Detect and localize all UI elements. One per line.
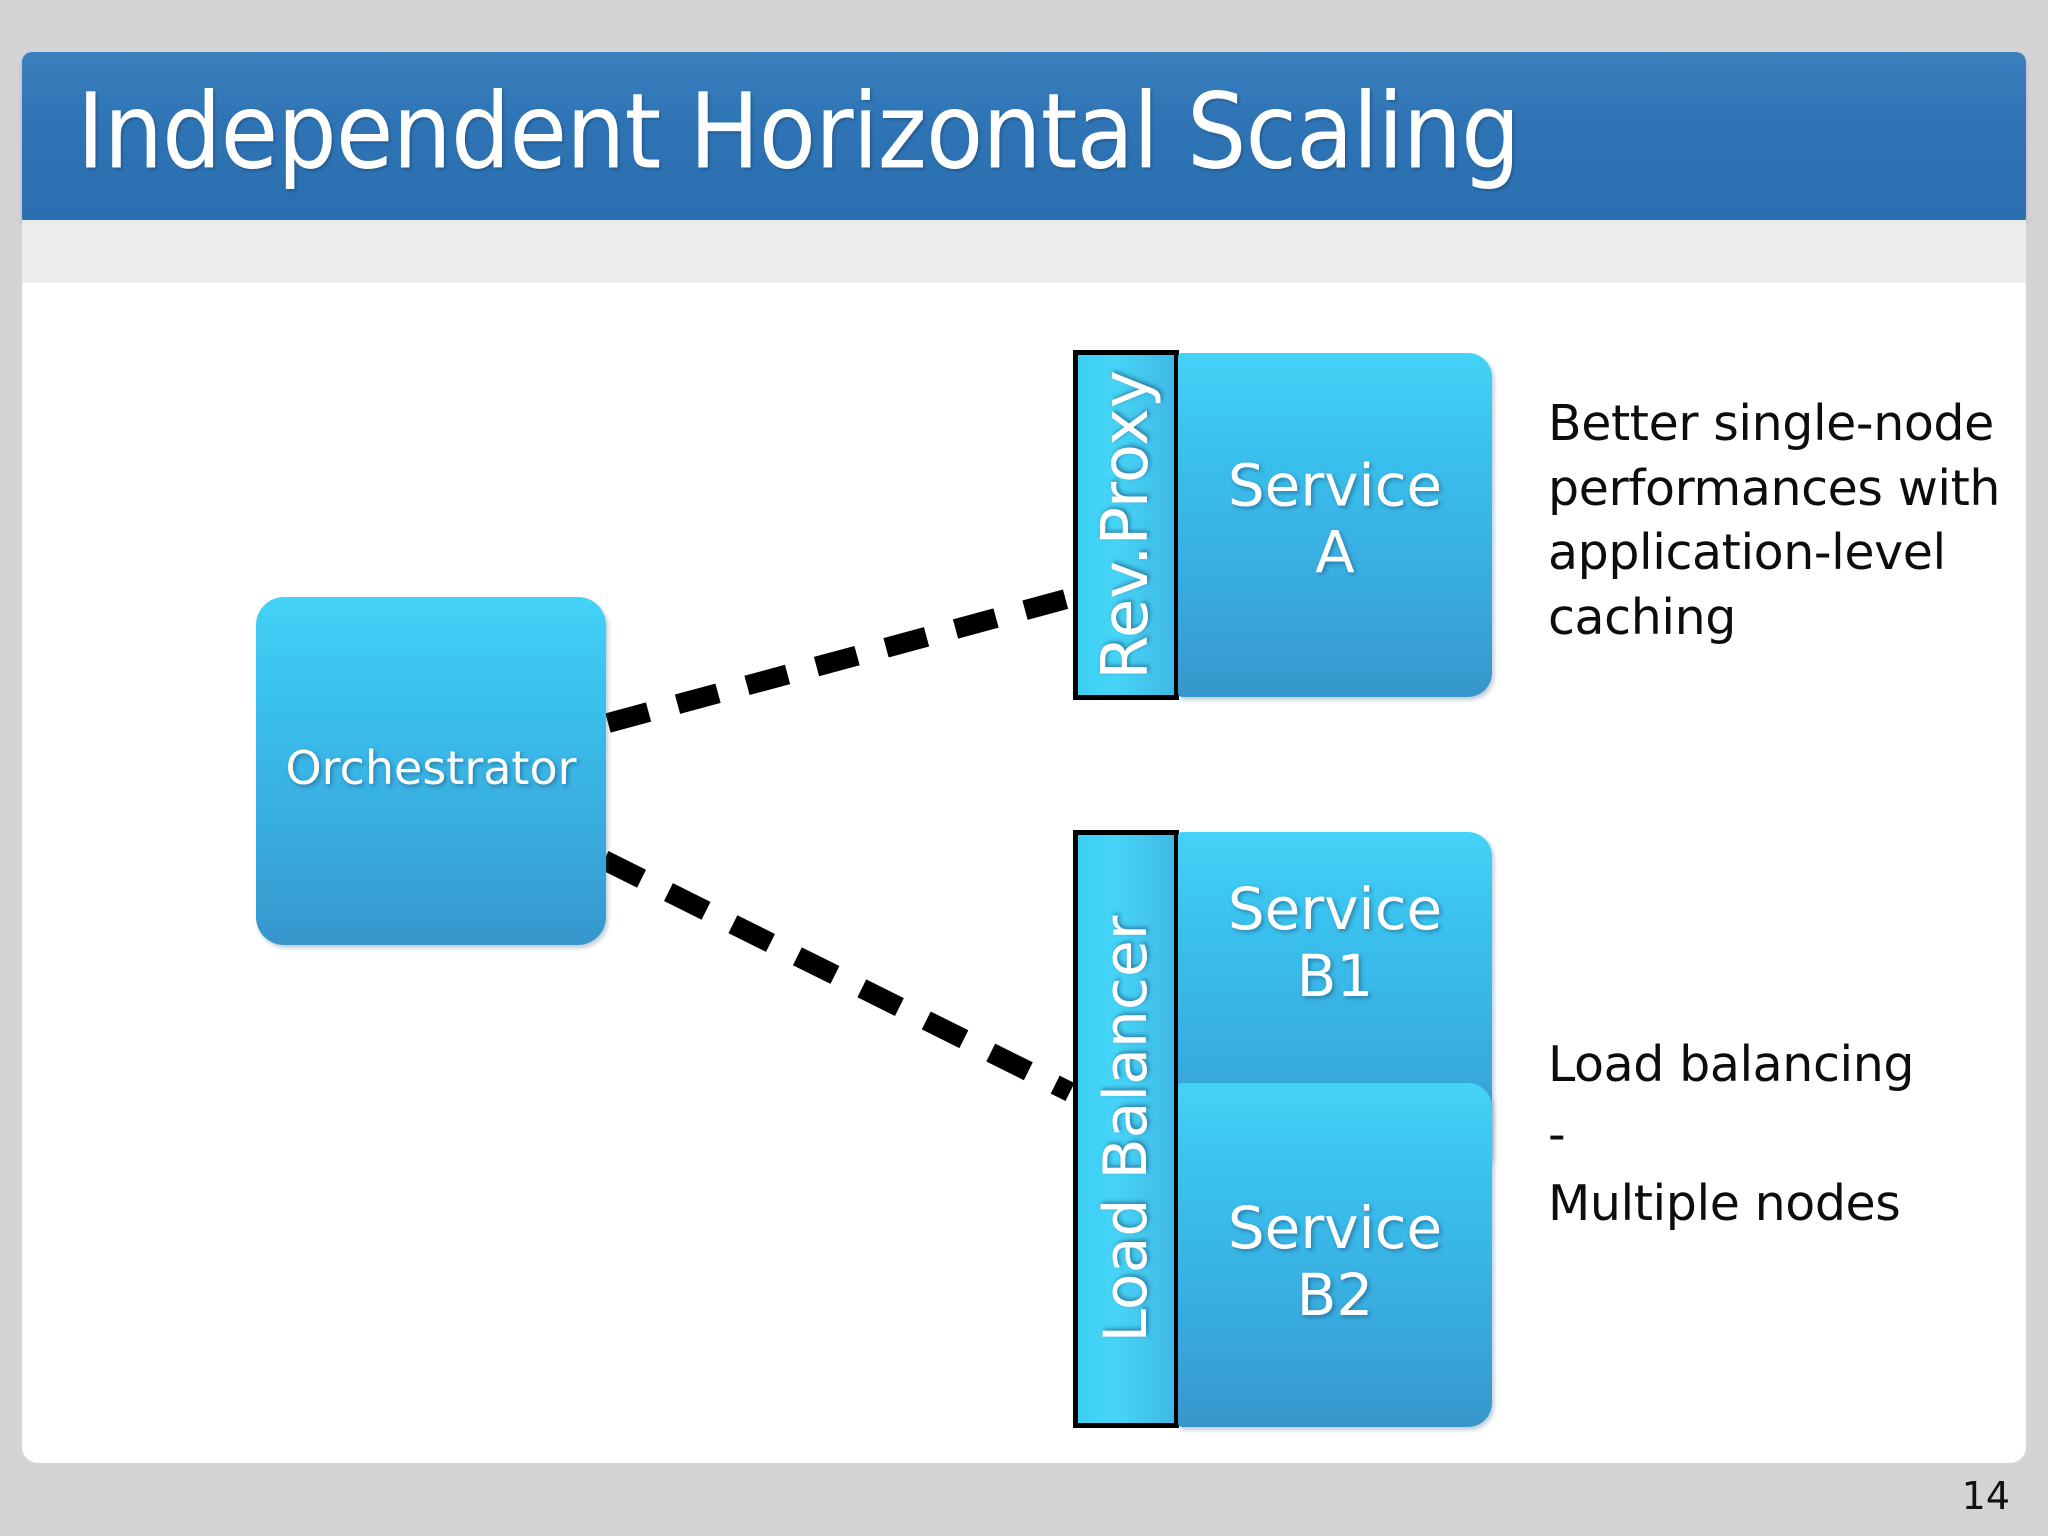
page-title-text: Independent Horizontal Scaling (77, 70, 1521, 193)
node-orchestrator[interactable]: Orchestrator (256, 597, 606, 945)
node-service-b2-line1: Service (1227, 1194, 1443, 1262)
node-service-b1-label: Service B1 (1178, 875, 1492, 1011)
node-service-b1-line1: Service (1227, 875, 1443, 943)
title-underband (22, 220, 2026, 284)
node-service-b2-label: Service B2 (1178, 1194, 1492, 1330)
node-rev-proxy-label: Rev.Proxy (1089, 370, 1163, 680)
page-title: Independent Horizontal Scaling (77, 70, 1680, 195)
slide-title-bar: Independent Horizontal Scaling (22, 52, 2026, 220)
node-service-a-line2: A (1315, 518, 1355, 587)
node-load-balancer-label: Load Balancer (1091, 915, 1161, 1343)
page-number: 14 (1961, 1474, 2010, 1518)
annotation-load-balancing-line-3: Multiple nodes (1548, 1175, 1901, 1233)
node-orchestrator-label: Orchestrator (285, 741, 577, 796)
node-service-b1-line2: B1 (1296, 942, 1374, 1011)
node-service-a[interactable]: Service A (1178, 353, 1492, 697)
annotation-load-balancing-line-1: Load balancing (1548, 1036, 1915, 1093)
annotation-load-balancing-line-2: - (1548, 1105, 1566, 1163)
node-service-b2-line2: B2 (1296, 1261, 1374, 1330)
node-service-a-line1: Service (1227, 451, 1443, 520)
annotation-caching: Better single-node performances with app… (1548, 395, 2001, 647)
node-load-balancer[interactable]: Load Balancer (1073, 830, 1179, 1428)
node-rev-proxy[interactable]: Rev.Proxy (1073, 350, 1179, 700)
node-service-b2[interactable]: Service B2 (1178, 1083, 1492, 1427)
node-service-a-label: Service A (1178, 452, 1492, 587)
annotation-load-balancing: Load balancing - Multiple nodes (1548, 1030, 2018, 1239)
